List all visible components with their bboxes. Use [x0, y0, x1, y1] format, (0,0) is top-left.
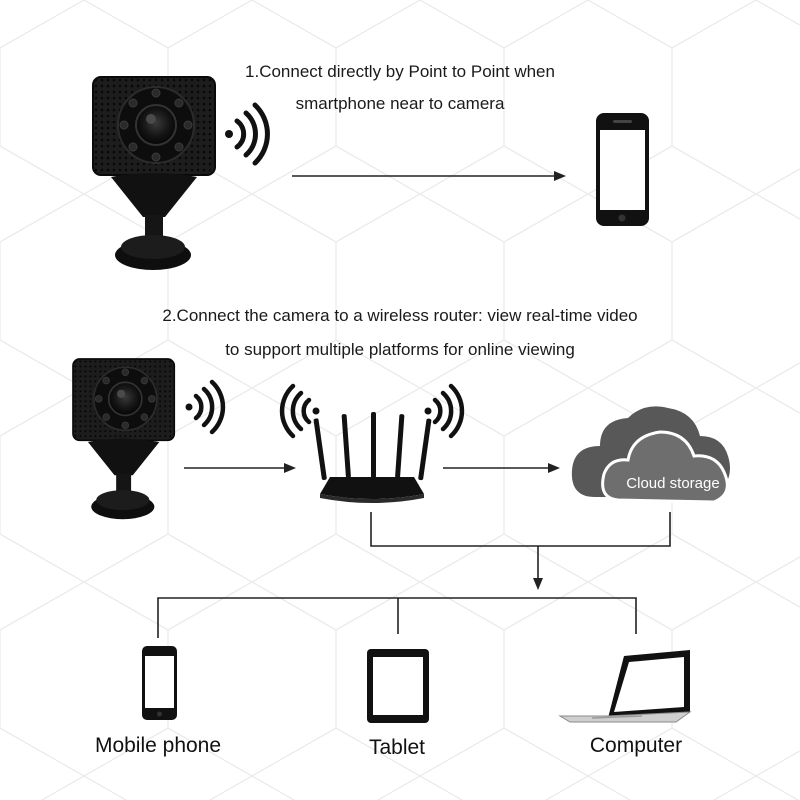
smartphone-icon: [596, 113, 649, 226]
wifi-signal-icon: [185, 379, 226, 435]
laptop-icon: [558, 650, 692, 723]
step1-caption-line2: smartphone near to camera: [295, 94, 505, 113]
mobile-phone-icon: [142, 646, 177, 720]
tablet-label: Tablet: [368, 736, 426, 759]
arrow-router-to-cloud: [443, 463, 560, 473]
camera-icon: [72, 358, 176, 520]
cloud-storage-label: Cloud storage: [626, 475, 719, 492]
tablet-icon: [367, 649, 429, 723]
router-icon: [313, 412, 432, 503]
arrow-down-to-devices: [533, 578, 543, 590]
mobile-phone-label: Mobile phone: [94, 734, 222, 757]
cloud-icon: Cloud storage: [571, 406, 730, 504]
arrow-camera-to-phone: [292, 171, 566, 181]
router-wifi-left-icon: [279, 383, 320, 439]
step1-caption-line1: 1.Connect directly by Point to Point whe…: [245, 62, 555, 81]
step2-caption-line2: to support multiple platforms for online…: [225, 340, 575, 359]
camera-icon: [92, 76, 216, 270]
step2-caption-line1: 2.Connect the camera to a wireless route…: [162, 306, 638, 325]
distribution-lines: [157, 512, 671, 638]
router-wifi-right-icon: [424, 383, 465, 439]
arrow-camera-to-router: [184, 463, 296, 473]
computer-label: Computer: [589, 734, 683, 757]
wifi-signal-icon: [225, 102, 270, 166]
